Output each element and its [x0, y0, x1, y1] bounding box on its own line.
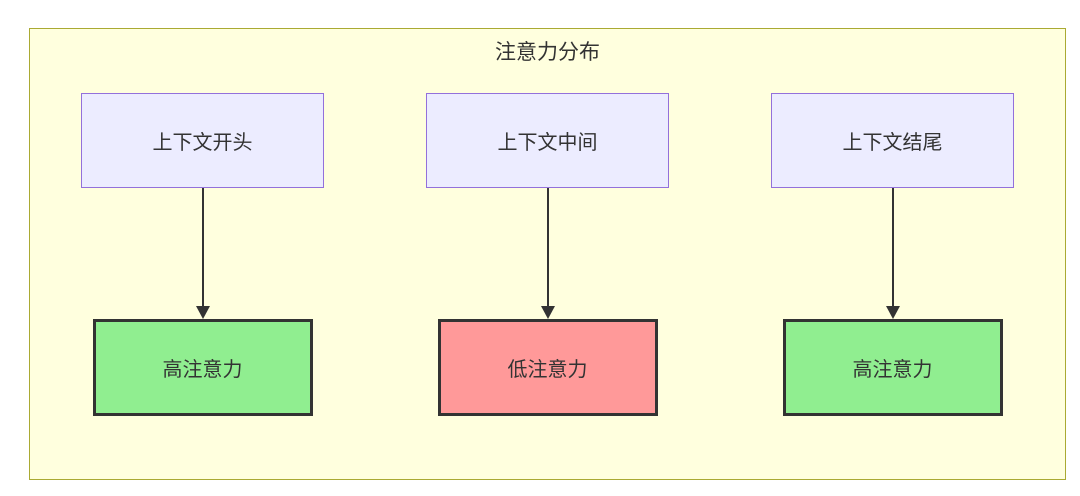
flow-column-context-end: 上下文结尾 高注意力	[771, 93, 1014, 416]
node-low-attention: 低注意力	[437, 319, 658, 416]
edge-context-end	[885, 188, 900, 319]
flow-column-context-start: 上下文开头 高注意力	[81, 93, 324, 416]
node-high-attention-2: 高注意力	[782, 319, 1003, 416]
arrow-down-icon	[195, 306, 210, 319]
attention-distribution-cluster: 注意力分布 上下文开头 高注意力 上下文中间 低注意力 上下文结尾	[29, 28, 1066, 480]
arrow-down-icon	[540, 306, 555, 319]
cluster-title: 注意力分布	[495, 41, 600, 64]
node-context-start: 上下文开头	[81, 93, 324, 188]
edge-context-start	[195, 188, 210, 319]
arrow-down-icon	[885, 306, 900, 319]
edge-line	[891, 188, 894, 306]
edge-line	[201, 188, 204, 306]
flow-columns: 上下文开头 高注意力 上下文中间 低注意力 上下文结尾	[30, 93, 1065, 416]
node-context-middle: 上下文中间	[426, 93, 669, 188]
edge-context-middle	[540, 188, 555, 319]
flow-column-context-middle: 上下文中间 低注意力	[426, 93, 669, 416]
node-high-attention-1: 高注意力	[92, 319, 313, 416]
node-context-end: 上下文结尾	[771, 93, 1014, 188]
edge-line	[546, 188, 549, 306]
